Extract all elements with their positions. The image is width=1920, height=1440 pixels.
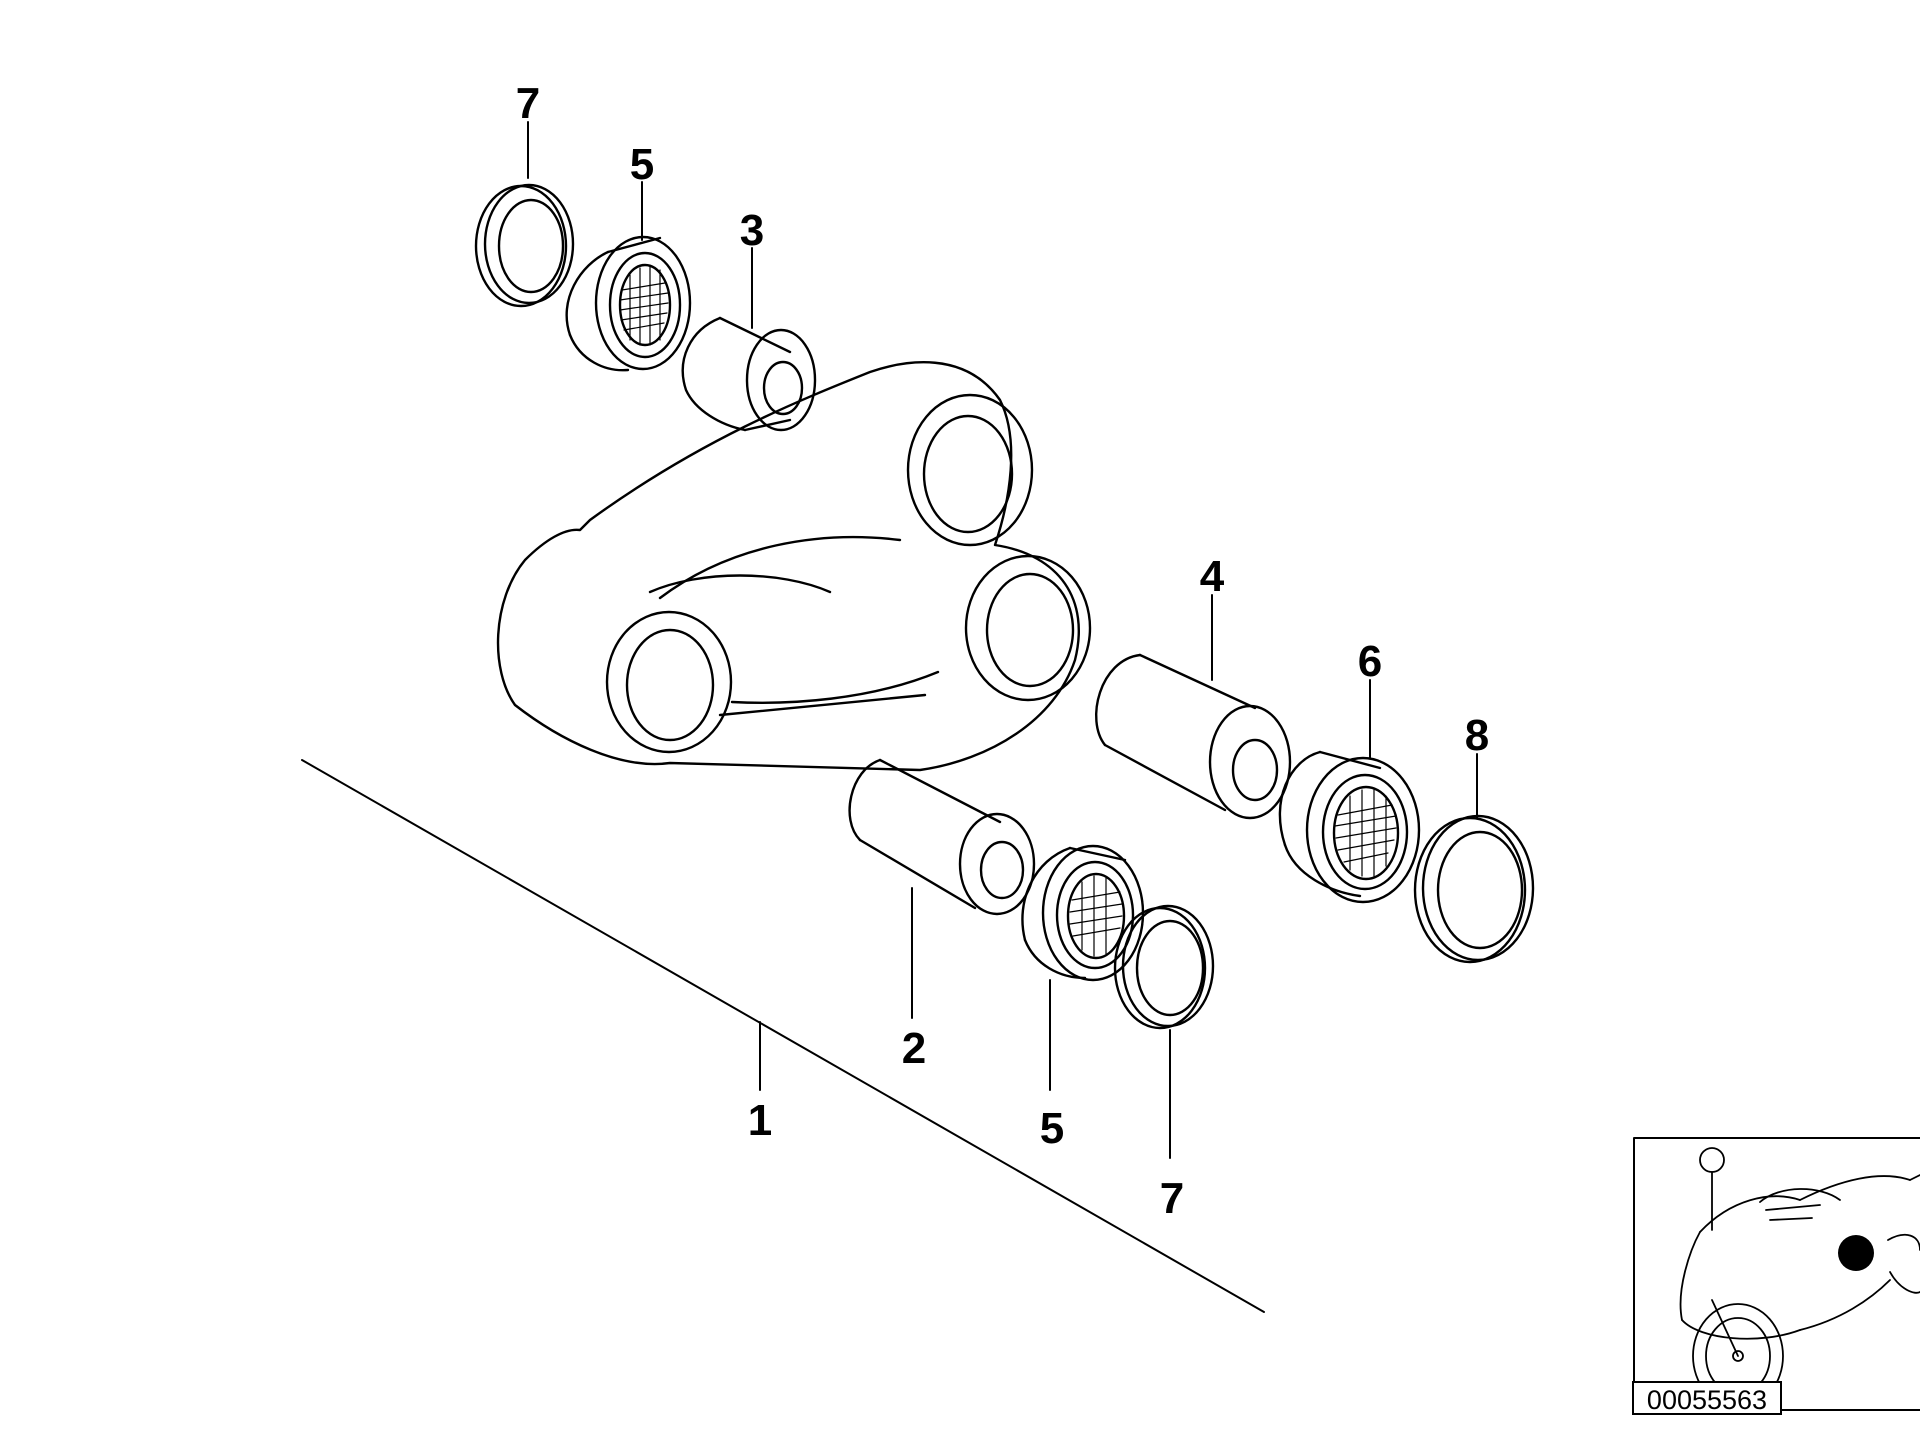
location-thumbnail: [1633, 1137, 1920, 1411]
part-4-bushing: [1095, 653, 1292, 820]
callout-5-top: 5: [630, 140, 654, 189]
part-5-needle-bearing-bottom: [1021, 844, 1145, 982]
callout-2: 2: [902, 1024, 926, 1073]
callout-8: 8: [1465, 711, 1489, 760]
thumbnail-frame: [1633, 1137, 1920, 1411]
callout-7-bottom: 7: [1160, 1174, 1184, 1223]
leader-line-1-bracket: [301, 759, 1265, 1313]
callouts: 7 5 3 4 6 8 2 1 5 7: [516, 79, 1489, 1223]
callout-4: 4: [1200, 552, 1225, 601]
callout-5-bottom: 5: [1040, 1104, 1064, 1153]
part-5-needle-bearing-top: [565, 235, 692, 372]
callout-6: 6: [1358, 637, 1382, 686]
part-8-sealing-ring: [1413, 814, 1535, 964]
part-7-sealing-ring-top: [474, 183, 575, 308]
leader-lines: [301, 121, 1478, 1313]
callout-7-top: 7: [516, 79, 540, 128]
part-6-needle-bearing: [1278, 750, 1421, 904]
part-3-bushing: [681, 316, 817, 432]
part-1-link-lever: [496, 361, 1092, 772]
part-7-sealing-ring-bottom: [1113, 904, 1215, 1030]
location-marker-icon: [1838, 1235, 1874, 1271]
callout-3: 3: [740, 206, 764, 255]
diagram-reference-number: 00055563: [1632, 1381, 1782, 1415]
motorcycle-icon: [1679, 1147, 1920, 1409]
part-2-bushing: [848, 758, 1036, 916]
callout-1: 1: [748, 1096, 772, 1145]
